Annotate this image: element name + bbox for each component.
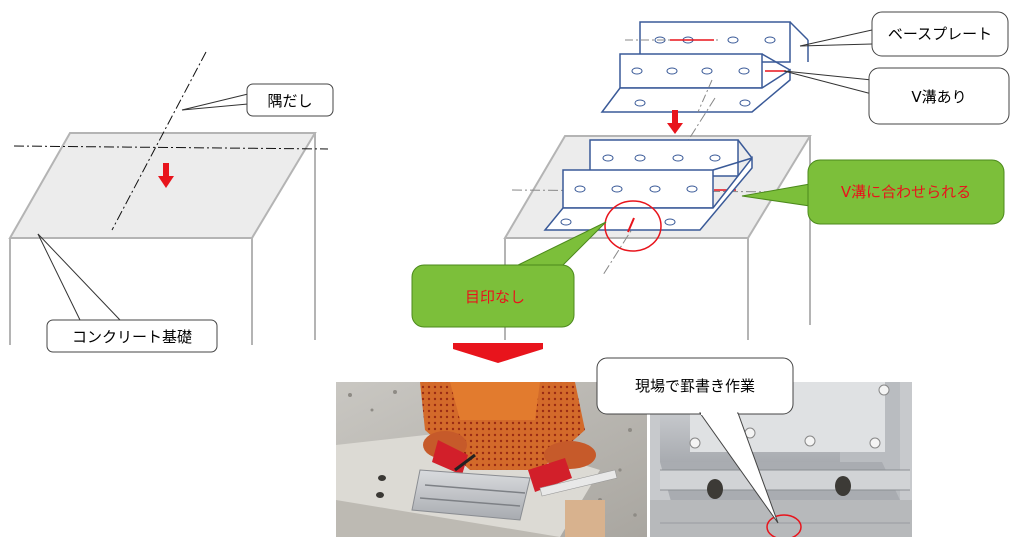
no-mark-circle	[604, 200, 662, 252]
big-down-arrow-icon	[453, 343, 543, 363]
base-plate-label: ベースプレート	[888, 25, 992, 43]
align-v-groove-callout: V溝に合わせられる	[741, 159, 1005, 225]
onsite-marking-label: 現場で罫書き作業	[635, 377, 755, 395]
base-plate-top	[600, 21, 809, 113]
down-arrow-icon	[158, 163, 174, 188]
concrete-callout: コンクリート基礎	[37, 233, 218, 353]
align-v-groove-label: V溝に合わせられる	[841, 183, 971, 201]
left-foundation	[8, 51, 329, 345]
foundation-with-plate	[503, 97, 812, 340]
onsite-marking-callout: 現場で罫書き作業	[596, 357, 794, 524]
v-groove-callout: V溝あり	[783, 67, 1010, 125]
base-plate-callout: ベースプレート	[799, 11, 1009, 57]
v-groove-label: V溝あり	[911, 88, 966, 106]
no-mark-label: 目印なし	[465, 288, 525, 306]
worker-scribing-photo	[336, 382, 647, 537]
sumidashi-callout: 隅だし	[181, 83, 334, 117]
scribe-mark-circle	[766, 514, 802, 537]
concrete-label: コンクリート基礎	[72, 328, 192, 346]
sumidashi-diagonal-line	[111, 51, 207, 231]
down-arrow-icon	[667, 110, 683, 134]
sumidashi-horizontal-line	[13, 145, 329, 150]
no-mark-callout: 目印なし	[411, 221, 607, 328]
sumidashi-label: 隅だし	[267, 92, 312, 110]
